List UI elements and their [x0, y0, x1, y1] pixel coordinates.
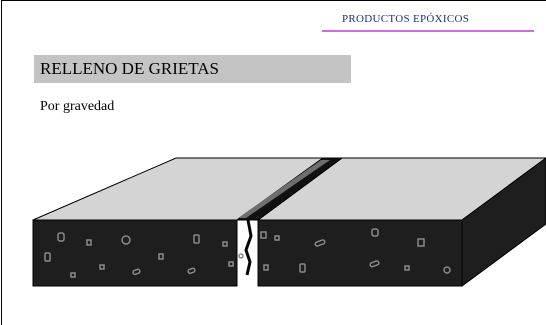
aggregate-stones: [44, 228, 451, 278]
slide-frame-left: [1, 0, 2, 325]
page-title: RELLENO DE GRIETAS: [40, 59, 220, 78]
section-tag-label: PRODUCTOS EPÓXICOS: [342, 13, 470, 25]
title-box: RELLENO DE GRIETAS: [34, 55, 351, 83]
crack-line: [244, 219, 253, 276]
subtitle: Por gravedad: [40, 99, 115, 114]
epoxy-fill: [238, 160, 330, 218]
left-slab-side: [32, 219, 238, 287]
section-tag: PRODUCTOS EPÓXICOS: [322, 10, 534, 32]
right-slab-end: [461, 157, 546, 287]
slide-frame-top: [1, 0, 546, 1]
right-slab-side: [257, 219, 463, 287]
